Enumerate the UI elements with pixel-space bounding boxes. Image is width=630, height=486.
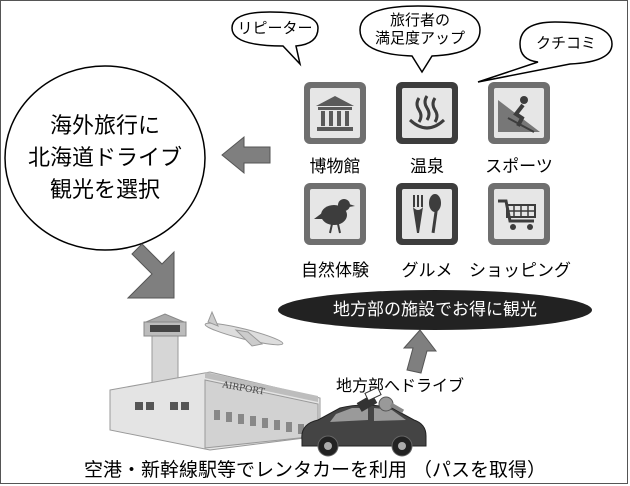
left-arrow-icon — [221, 135, 271, 175]
circle-line1: 海外旅行に — [49, 114, 160, 139]
bubble-satisfaction-line2: 満足度アップ — [374, 29, 465, 47]
up-arrow-icon — [402, 329, 438, 374]
tile-hot-spring — [396, 82, 458, 144]
tile-museum — [304, 82, 366, 144]
car-icon — [301, 404, 427, 457]
bubble-review-text: クチコミ — [535, 34, 596, 52]
tile-shopping — [488, 183, 550, 245]
hot-spring-icon — [408, 95, 446, 130]
bird-icon — [314, 199, 355, 234]
tile-gourmet — [396, 183, 458, 245]
fork-spoon-icon — [413, 194, 441, 234]
caption: 空港・新幹線駅等でレンタカーを利用 （パスを取得） — [83, 459, 547, 481]
bubble-satisfaction-line1: 旅行者の — [389, 11, 450, 29]
key-icon — [356, 386, 405, 414]
tile-label-gourmet: グルメ — [401, 261, 453, 281]
down-arrow-icon — [126, 243, 175, 299]
tile-sports — [488, 82, 550, 144]
skiing-icon — [498, 96, 540, 133]
airplane-icon — [204, 310, 284, 347]
tile-label-shopping: ショッピング — [469, 261, 571, 281]
circle-line3: 観光を選択 — [49, 178, 160, 203]
tile-label-museum: 博物館 — [309, 157, 361, 177]
shopping-cart-icon — [498, 199, 536, 230]
tile-nature — [304, 183, 366, 245]
bubble-repeater-text: リピーター — [237, 19, 313, 37]
regional-facilities-banner: 地方部の施設でお得に観光 — [278, 290, 592, 330]
tile-label-sports: スポーツ — [485, 157, 553, 177]
museum-icon — [316, 96, 354, 131]
tile-label-nature: 自然体験 — [301, 261, 369, 281]
drive-label: 地方部へドライブ — [336, 376, 465, 395]
tile-label-hot-spring: 温泉 — [410, 157, 444, 177]
circle-line2: 北海道ドライブ — [27, 146, 182, 171]
